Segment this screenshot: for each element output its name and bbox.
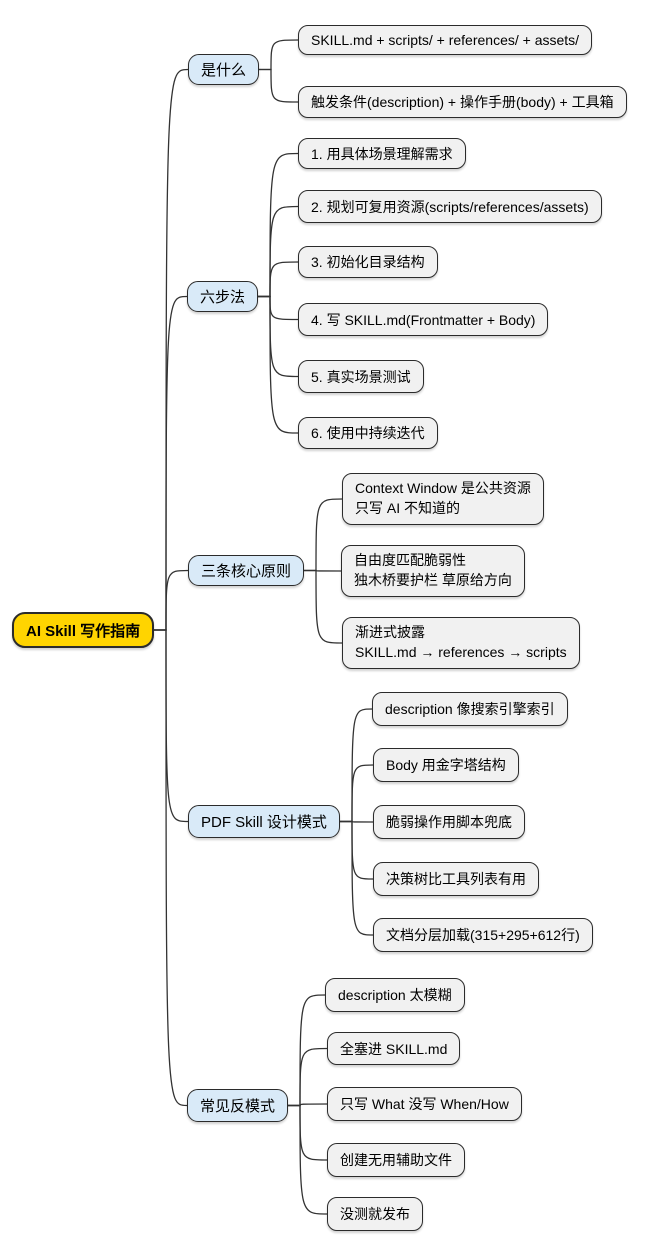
branch-core-principles[interactable]: 三条核心原则 bbox=[188, 555, 305, 586]
connector-line bbox=[287, 1104, 328, 1215]
connector-line bbox=[257, 205, 299, 298]
leaf-anti-useless-files[interactable]: 创建无用辅助文件 bbox=[327, 1143, 465, 1177]
connector-line bbox=[303, 569, 343, 644]
leaf-step-6[interactable]: 6. 使用中持续迭代 bbox=[298, 417, 438, 449]
connector-line bbox=[257, 295, 299, 434]
leaf-anti-stuff-everything[interactable]: 全塞进 SKILL.md bbox=[327, 1032, 461, 1065]
connector-line bbox=[339, 820, 374, 936]
connector-line bbox=[153, 295, 188, 631]
leaf-step-4[interactable]: 4. 写 SKILL.md(Frontmatter + Body) bbox=[298, 303, 549, 336]
leaf-step-1[interactable]: 1. 用具体场景理解需求 bbox=[298, 138, 466, 169]
branch-six-steps[interactable]: 六步法 bbox=[187, 281, 259, 312]
leaf-principle-context-window[interactable]: Context Window 是公共资源 只写 AI 不知道的 bbox=[342, 473, 544, 525]
leaf-anti-publish-untested[interactable]: 没测就发布 bbox=[327, 1197, 423, 1231]
leaf-step-2[interactable]: 2. 规划可复用资源(scripts/references/assets) bbox=[298, 190, 602, 223]
connector-line bbox=[257, 295, 299, 378]
connector-line bbox=[287, 1104, 328, 1161]
leaf-skill-structure[interactable]: SKILL.md + scripts/ + references/ + asse… bbox=[298, 25, 593, 55]
leaf-pattern-pyramid-body[interactable]: Body 用金字塔结构 bbox=[373, 748, 519, 782]
leaf-skill-components[interactable]: 触发条件(description) + 操作手册(body) + 工具箱 bbox=[298, 86, 627, 118]
branch-pdf-skill-patterns[interactable]: PDF Skill 设计模式 bbox=[188, 805, 340, 838]
leaf-anti-only-what[interactable]: 只写 What 没写 When/How bbox=[327, 1087, 522, 1121]
connector-line bbox=[257, 261, 299, 298]
leaf-step-3[interactable]: 3. 初始化目录结构 bbox=[298, 246, 438, 278]
connector-line bbox=[258, 68, 299, 103]
leaf-pattern-script-fallback[interactable]: 脆弱操作用脚本兜底 bbox=[373, 805, 525, 839]
connector-line bbox=[257, 295, 299, 321]
root-node[interactable]: AI Skill 写作指南 bbox=[12, 612, 155, 648]
leaf-pattern-decision-tree[interactable]: 决策树比工具列表有用 bbox=[373, 862, 539, 896]
connector-line bbox=[339, 820, 374, 880]
leaf-anti-vague-description[interactable]: description 太模糊 bbox=[325, 978, 465, 1012]
leaf-principle-freedom-fragility[interactable]: 自由度匹配脆弱性 独木桥要护栏 草原给方向 bbox=[341, 545, 525, 597]
leaf-pattern-description-index[interactable]: description 像搜索引擎索引 bbox=[372, 692, 568, 726]
connector-line bbox=[257, 152, 299, 298]
connector-line bbox=[339, 764, 374, 823]
connector-line bbox=[153, 68, 189, 631]
leaf-step-5[interactable]: 5. 真实场景测试 bbox=[298, 360, 424, 393]
branch-what-is[interactable]: 是什么 bbox=[188, 54, 260, 85]
connector-line bbox=[303, 498, 343, 572]
connector-line bbox=[153, 629, 189, 823]
branch-anti-patterns[interactable]: 常见反模式 bbox=[187, 1089, 289, 1122]
connector-line bbox=[153, 569, 189, 631]
connector-line bbox=[153, 629, 188, 1107]
leaf-pattern-layered-docs[interactable]: 文档分层加载(315+295+612行) bbox=[373, 918, 593, 952]
connector-line bbox=[287, 994, 326, 1107]
leaf-principle-progressive-disclosure[interactable]: 渐进式披露 SKILL.md → references → scripts bbox=[342, 617, 580, 669]
connector-line bbox=[258, 39, 299, 71]
connector-line bbox=[287, 1047, 328, 1107]
